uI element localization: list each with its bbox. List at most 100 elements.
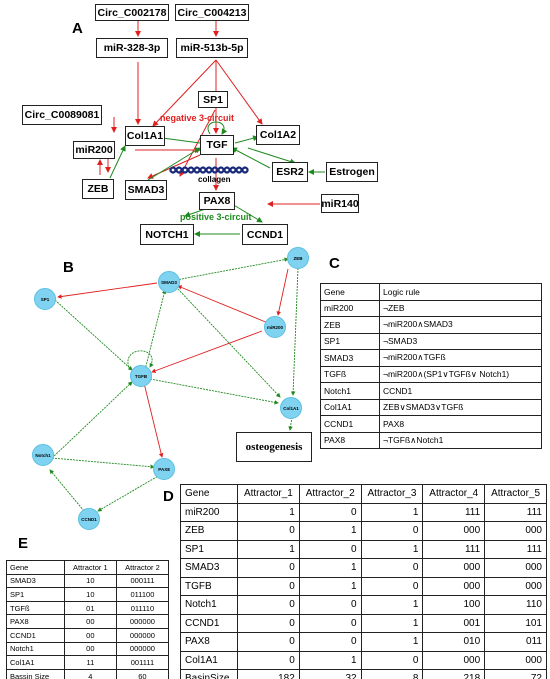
attractor-e-header: Attractor 1 (63, 560, 117, 575)
attractor-e-cell: 001111 (115, 655, 170, 670)
attractor-d-cell: 0 (298, 595, 362, 615)
node-notch1: NOTCH1 (140, 224, 194, 245)
attractor-d-cell: 000 (422, 650, 486, 670)
attractor-e-cell: 11 (63, 655, 117, 670)
attractor-e-cell: 000000 (115, 641, 170, 657)
attractor-d-cell: 000 (484, 576, 547, 596)
b-node-mir200: miR200 (264, 316, 286, 338)
attractor-d-cell: 0 (237, 521, 300, 541)
attractor-e-cell: Bassin Size (6, 668, 65, 679)
attractor-d-header: Attractor_2 (298, 484, 362, 504)
attractor-d-cell: 0 (298, 632, 362, 652)
attractor-d-header: Gene (179, 484, 239, 504)
logic-row: PAX8¬TGFß∧Notch1 (320, 431, 542, 449)
attractor-e-cell: Col1A1 (6, 655, 65, 670)
attractor-d-header: Attractor_1 (237, 484, 300, 504)
attractor-d-cell: 1 (360, 595, 424, 615)
attractor-d-cell: 111 (484, 502, 547, 522)
panel-a-label: A (72, 20, 83, 37)
logic-cell: Col1A1 (320, 398, 380, 416)
attractor-d-cell: 0 (360, 650, 424, 670)
activation-edges (109, 121, 325, 237)
panel-e-label: E (18, 535, 29, 552)
logic-cell: PAX8 (320, 431, 380, 449)
attractor-d-cell: SMAD3 (179, 558, 239, 578)
collagen-label: collagen (198, 175, 231, 184)
attractor-d-cell: 0 (237, 558, 300, 578)
node-mir-513b-5p: miR-513b-5p (176, 38, 248, 58)
osteogenesis-box: osteogenesis (236, 432, 312, 462)
attractor-d-cell: 8 (360, 669, 424, 679)
logic-cell: ¬TGFß∧Notch1 (379, 431, 542, 449)
attractor-d-cell: 0 (360, 558, 424, 578)
attractor-d-cell: 101 (484, 613, 547, 633)
attractor-e-cell: PAX8 (6, 614, 65, 629)
attractor-e-cell: CCND1 (6, 627, 65, 643)
attractor-d-cell: ZEB (179, 521, 239, 541)
attractor-d-cell: CCND1 (179, 613, 239, 633)
attractor-e-cell: 00 (63, 627, 117, 643)
attractor-d-cell: 000 (422, 521, 486, 541)
attractor-d-cell: 1 (360, 539, 424, 559)
attractor-e-cell: 4 (63, 668, 117, 679)
attractor-d-header: Attractor_5 (484, 484, 547, 504)
attractor-e-header: Attractor 2 (115, 560, 170, 575)
logic-row: miR200¬ZEB (320, 299, 542, 317)
logic-cell: TGFß (320, 365, 380, 383)
node-esr2: ESR2 (272, 162, 308, 182)
attractor-d-cell: SP1 (179, 539, 239, 559)
attractor-d-cell: 0 (298, 502, 362, 522)
attractor-d-cell: 0 (237, 650, 300, 670)
logic-row: SP1¬SMAD3 (320, 332, 542, 350)
attractor-d-cell: 0 (237, 595, 300, 615)
b-node-tgfb: TGFB (130, 365, 152, 387)
attractor-d-cell: 000 (422, 558, 486, 578)
logic-header-gene: Gene (320, 283, 380, 301)
logic-cell: ¬SMAD3 (379, 332, 542, 350)
attractor-d-cell: 011 (484, 632, 547, 652)
logic-cell: SP1 (320, 332, 380, 350)
logic-cell: ¬miR200∧(SP1∨TGFß∨ Notch1) (379, 365, 542, 383)
attractor-e-header: Gene (6, 560, 65, 575)
node-tgf: TGF (200, 135, 234, 155)
attractor-d-cell: 182 (237, 669, 300, 679)
logic-header-rule: Logic rule (379, 283, 542, 301)
attractor-d-cell: 218 (422, 669, 486, 679)
attractor-e-cell: 000000 (115, 614, 170, 629)
node-mir-328-3p: miR-328-3p (96, 38, 168, 58)
b-node-ccnd1: CCND1 (78, 508, 100, 530)
attractor-d-cell: miR200 (179, 502, 239, 522)
attractor-d-cell: 1 (237, 502, 300, 522)
logic-cell: PAX8 (379, 415, 542, 433)
panel-b-label: B (63, 259, 74, 276)
b-node-smad3: SMAD3 (158, 271, 180, 293)
logic-row: ZEB¬miR200∧SMAD3 (320, 316, 542, 334)
attractor-d-cell: 0 (237, 576, 300, 596)
logic-cell: Notch1 (320, 382, 380, 400)
attractor-d-cell: TGFB (179, 576, 239, 596)
attractor-d-cell: 32 (298, 669, 362, 679)
b-node-col1a1: Col1A1 (280, 397, 302, 419)
logic-row: TGFß¬miR200∧(SP1∨TGFß∨ Notch1) (320, 365, 542, 383)
attractor-e-cell: Notch1 (6, 641, 65, 657)
attractor-d-cell: 1 (360, 502, 424, 522)
collagen-helix (169, 166, 249, 174)
attractor-d-cell: Col1A1 (179, 650, 239, 670)
b-node-sp1: SP1 (34, 288, 56, 310)
attractor-d-cell: BasinSize (179, 669, 239, 679)
